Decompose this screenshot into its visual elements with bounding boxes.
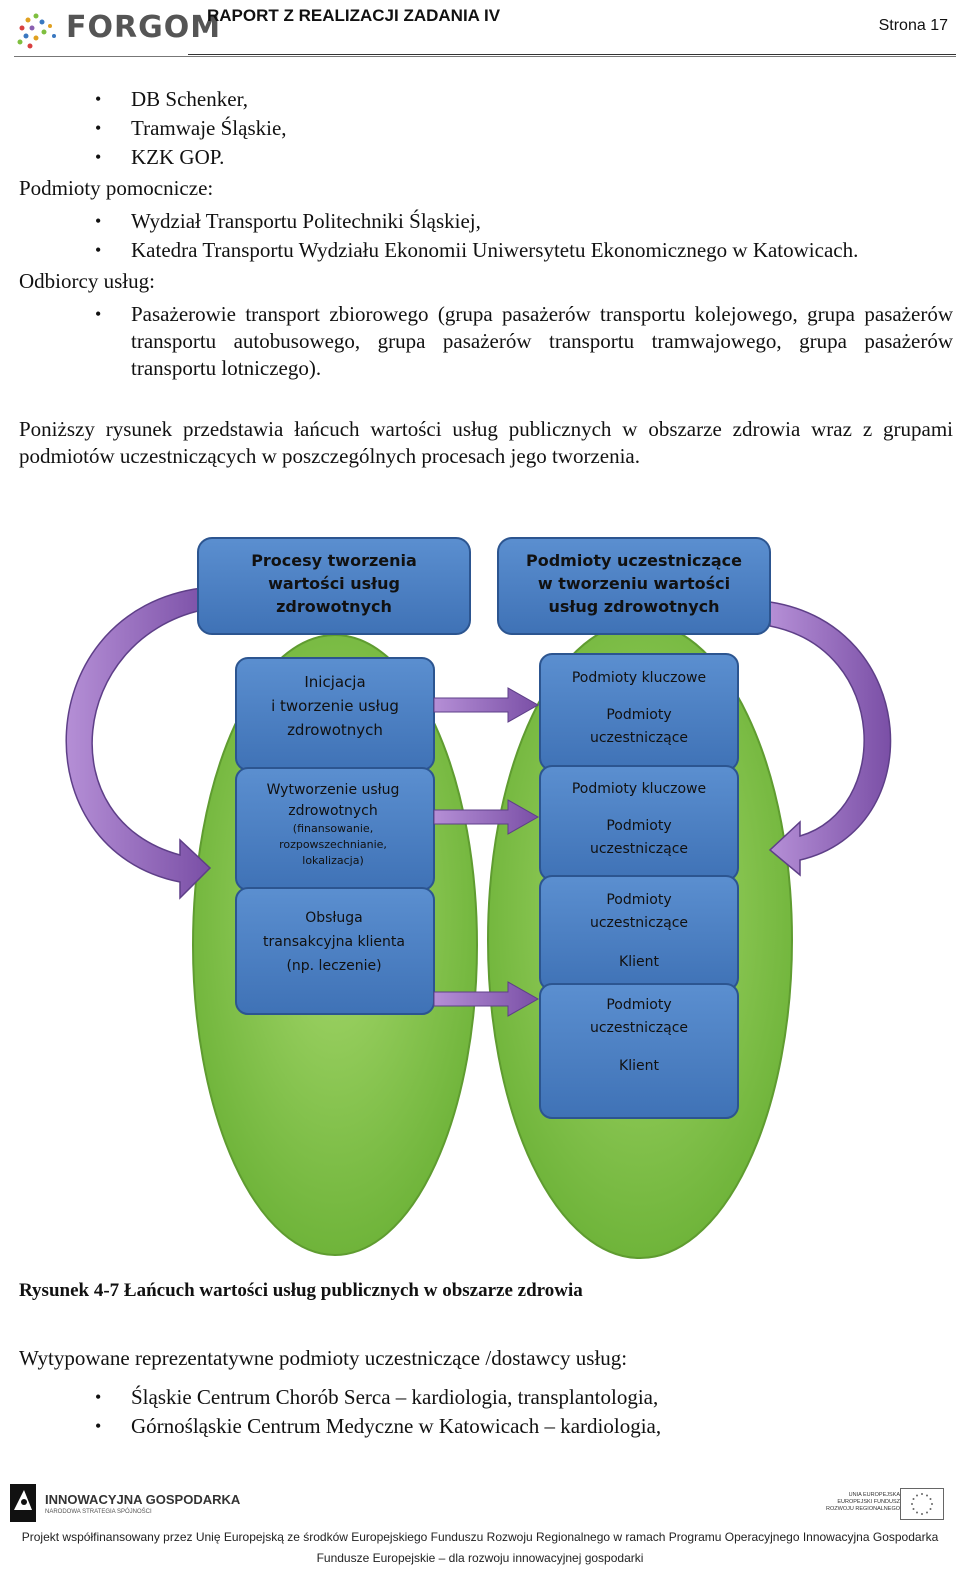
page-footer: INNOWACYJNA GOSPODARKA NARODOWA STRATEGI… [0,1470,960,1571]
right-box-4 [539,983,739,1119]
list-item: KZK GOP. [19,144,953,171]
box-text: zdrowotnych [288,803,377,819]
box-text: zdrowotnych [287,721,383,739]
box-text-small: lokalizacja) [302,854,363,867]
right-header-line: Podmioty uczestniczące [526,551,742,570]
eu-flag-icon [900,1488,944,1520]
box-text: uczestniczące [590,841,688,857]
box-text: transakcyjna klienta [263,934,405,950]
logo-text: FORGOM [66,10,222,45]
header-rule-lower [14,56,956,57]
after-figure-content: Wytypowane reprezentatywne podmioty ucze… [19,1344,953,1441]
ig-subtitle: NARODOWA STRATEGIA SPÓJNOŚCI [45,1509,152,1515]
intro-paragraph: Poniższy rysunek przedstawia łańcuch war… [19,417,953,468]
label-recipients: Odbiorcy usług: [19,269,155,293]
box-text: Podmioty [606,707,671,723]
forgom-logo-icon [17,13,56,49]
right-header-box [497,537,771,635]
left-header-line: wartości usług [268,574,400,593]
ig-title: INNOWACYJNA GOSPODARKA [45,1492,241,1507]
box-text: Inicjacja [304,673,365,691]
right-header-line: usług zdrowotnych [548,597,719,616]
box-text: uczestniczące [590,915,688,931]
figure-caption: Rysunek 4-7 Łańcuch wartości usług publi… [19,1280,583,1301]
report-title: RAPORT Z REALIZACJI ZADANIA IV [207,6,501,25]
box-text: Obsługa [305,910,363,926]
right-header-line: w tworzeniu wartości [538,574,730,593]
header-rule [188,54,956,55]
left-curved-arrow-icon [65,587,212,900]
left-header-line: Procesy tworzenia [251,551,417,570]
bullet-list-operators: DB Schenker, Tramwaje Śląskie, KZK GOP. [19,86,953,171]
box-text: Podmioty [606,997,671,1013]
box-text-small: rozpowszechnianie, [279,838,387,851]
value-chain-diagram: Procesy tworzenia wartości usług zdrowot… [65,537,892,1259]
page-number: Strona 17 [878,17,948,34]
left-header-box [197,537,471,635]
list-item: DB Schenker, [19,86,953,113]
box-text: uczestniczące [590,1020,688,1036]
arrow-right-icon [433,799,540,835]
list-item: Pasażerowie transport zbiorowego (grupa … [19,301,953,382]
box-text: (np. leczenie) [286,958,381,974]
page-header: FORGOM RAPORT Z REALIZACJI ZADANIA IV St… [0,0,960,58]
label-helpers: Podmioty pomocnicze: [19,176,214,200]
footer-slogan: Fundusze Europejskie – dla rozwoju innow… [316,1551,644,1565]
box-text-small: (finansowanie, [293,822,373,835]
box-text: uczestniczące [590,730,688,746]
box-text: Wytworzenie usług [267,782,400,798]
left-box-service [235,887,435,1015]
bullet-list-providers: Śląskie Centrum Chorób Serca – kardiolog… [19,1383,953,1441]
list-item: Wydział Transportu Politechniki Śląskiej… [19,208,953,235]
box-text: Klient [619,954,659,970]
innowacyjna-gospodarka-logo-icon [10,1484,36,1522]
label-providers: Wytypowane reprezentatywne podmioty ucze… [19,1346,628,1370]
eu-text: UNIA EUROPEJSKA EUROPEJSKI FUNDUSZ ROZWO… [826,1492,900,1512]
box-text: Podmioty [606,892,671,908]
bullet-list-helpers: Wydział Transportu Politechniki Śląskiej… [19,208,953,264]
arrow-right-icon [433,687,540,723]
arrow-right-icon [433,981,540,1017]
box-text: Klient [619,1058,659,1074]
box-text: i tworzenie usług [271,697,399,715]
bullet-list-recipients: Pasażerowie transport zbiorowego (grupa … [19,301,953,382]
left-header-line: zdrowotnych [276,597,392,616]
list-item: Śląskie Centrum Chorób Serca – kardiolog… [19,1383,953,1412]
list-item: Katedra Transportu Wydziału Ekonomii Uni… [19,237,953,264]
list-item: Górnośląskie Centrum Medyczne w Katowica… [19,1412,953,1441]
main-content: DB Schenker, Tramwaje Śląskie, KZK GOP. … [19,86,953,470]
box-text: Podmioty [606,818,671,834]
footer-funding-note: Projekt współfinansowany przez Unię Euro… [21,1530,939,1544]
list-item: Tramwaje Śląskie, [19,115,953,142]
box-text: Podmioty kluczowe [572,670,706,686]
box-text: Podmioty kluczowe [572,781,706,797]
right-curved-arrow-icon [768,601,892,877]
